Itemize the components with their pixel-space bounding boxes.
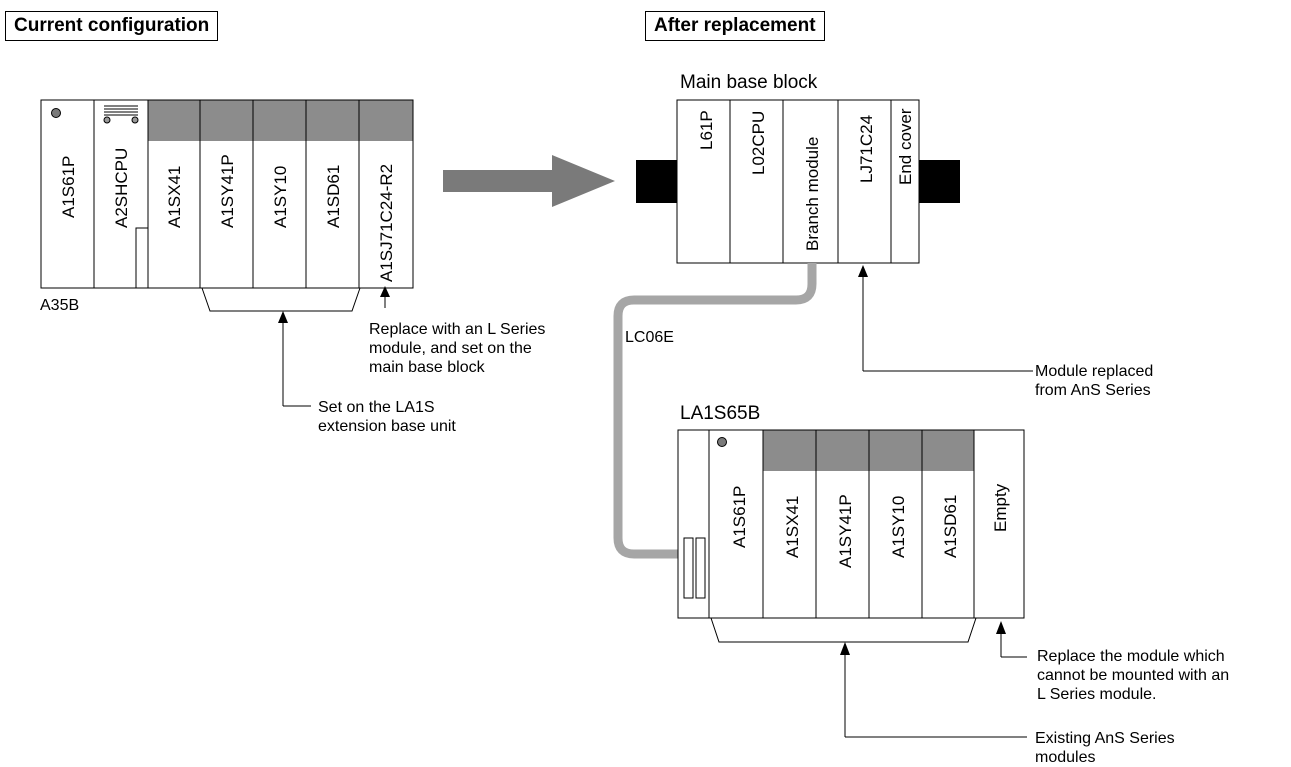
io-module-bracket xyxy=(201,287,361,407)
right-end-connector xyxy=(916,160,960,203)
slot-a1sx41: A1SX41 xyxy=(165,166,184,228)
la1s65b-base-unit xyxy=(677,429,1025,619)
existing-modules-bracket xyxy=(710,617,1027,738)
power-led-icon xyxy=(717,437,727,447)
lj71c24-pointer xyxy=(862,276,1033,372)
cpu-connector-icon xyxy=(103,105,149,289)
main-base-slot-labels: L61P L02CPU Branch module LJ71C24 End co… xyxy=(697,108,915,251)
la1s65b-slot-labels: A1S61P A1SX41 A1SY41P A1SY10 A1SD61 Empt… xyxy=(730,483,1010,568)
slot-a1sd61: A1SD61 xyxy=(324,165,343,228)
header-after-replacement: After replacement xyxy=(645,11,825,41)
arrow-head-icon xyxy=(840,642,850,655)
slot-end-cover: End cover xyxy=(896,108,915,185)
slot-a1sd61: A1SD61 xyxy=(941,495,960,558)
slot-a2shcpu: A2SHCPU xyxy=(112,148,131,228)
replacement-arrow-icon xyxy=(443,155,615,207)
empty-slot-pointer xyxy=(1000,633,1027,658)
arrow-head-icon xyxy=(858,265,868,277)
slot-a1sy41p: A1SY41P xyxy=(836,494,855,568)
arrow-head-icon xyxy=(996,621,1006,634)
slot-lj71c24: LJ71C24 xyxy=(857,115,876,183)
replace-arrow xyxy=(380,286,390,308)
a35b-base-unit xyxy=(40,99,414,289)
left-end-connector xyxy=(636,160,680,203)
module-top-shading xyxy=(148,100,413,141)
note-module-replaced: Module replaced from AnS Series xyxy=(1035,363,1154,399)
main-base-block xyxy=(676,99,920,264)
slot-empty: Empty xyxy=(991,483,1010,532)
header-current-configuration: Current configuration xyxy=(5,11,219,41)
slot-a1s61p: A1S61P xyxy=(730,486,749,548)
slot-a1sy10: A1SY10 xyxy=(889,496,908,558)
main-base-block-title: Main base block xyxy=(680,72,818,93)
slot-a1sy41p: A1SY41P xyxy=(218,154,237,228)
slot-a1sj71c24-r2: A1SJ71C24-R2 xyxy=(377,164,396,282)
slot-a1sx41: A1SX41 xyxy=(783,496,802,558)
slot-a1sy10: A1SY10 xyxy=(271,166,290,228)
arrow-head-icon xyxy=(278,311,288,323)
lc06e-label: LC06E xyxy=(625,329,674,346)
slot-l02cpu: L02CPU xyxy=(749,111,768,175)
la1s65b-title: LA1S65B xyxy=(680,403,761,424)
note-replace-empty: Replace the module which cannot be mount… xyxy=(1037,648,1230,703)
slot-branch-module: Branch module xyxy=(803,137,822,251)
a35b-label: A35B xyxy=(40,297,80,314)
note-set-on-la1s: Set on the LA1S extension base unit xyxy=(318,399,456,435)
lc06e-cable xyxy=(613,263,817,559)
note-existing-ans: Existing AnS Series modules xyxy=(1035,730,1175,766)
a35b-slot-labels: A1S61P A2SHCPU A1SX41 A1SY41P A1SY10 A1S… xyxy=(59,148,396,282)
slot-l61p: L61P xyxy=(697,110,716,150)
note-replace-with-l-series: Replace with an L Series module, and set… xyxy=(369,321,546,376)
power-led-icon xyxy=(51,108,61,118)
slot-a1s61p: A1S61P xyxy=(59,156,78,218)
